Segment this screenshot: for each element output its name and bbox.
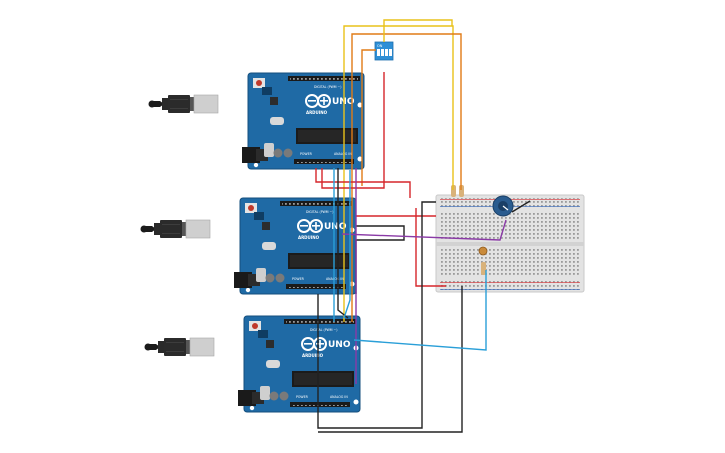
wires: [315, 19, 531, 433]
analog-header-label: ANALOG IN: [326, 277, 344, 281]
power-header-label: POWER: [296, 395, 309, 399]
potentiometer[interactable]: [492, 195, 514, 217]
photoresistor: [478, 246, 488, 256]
board-model: UNO: [324, 222, 347, 232]
power-header-label: POWER: [292, 277, 305, 281]
digital-header-label: DIGITAL (PWM ~): [306, 210, 333, 214]
analog-header-label: ANALOG IN: [334, 152, 352, 156]
dip-switch[interactable]: ON: [374, 41, 394, 61]
digital-header-label: DIGITAL (PWM ~): [314, 85, 341, 89]
resistor-1: [451, 185, 456, 197]
board-model: UNO: [328, 340, 351, 350]
digital-header-label: DIGITAL (PWM ~): [310, 328, 337, 332]
board-brand: ARDUINO: [302, 353, 324, 358]
usb-cable-1: [148, 94, 219, 114]
usb-cable-2: [140, 219, 211, 239]
arduino-board-2[interactable]: ARDUINO UNO DIGITAL (PWM ~) POWER ANALOG…: [233, 197, 357, 295]
board-brand: ARDUINO: [306, 110, 328, 115]
power-header-label: POWER: [300, 152, 313, 156]
usb-cable-3: [144, 337, 215, 357]
board-brand: ARDUINO: [298, 235, 320, 240]
arduino-board-1[interactable]: ARDUINO UNO DIGITAL (PWM ~) POWER ANALOG…: [241, 72, 365, 170]
resistor-3: [481, 262, 486, 275]
dip-switch-label: ON: [377, 44, 383, 48]
analog-header-label: ANALOG IN: [330, 395, 348, 399]
resistor-2: [459, 185, 464, 197]
arduino-board-3[interactable]: ARDUINO UNO DIGITAL (PWM ~) POWER ANALOG…: [237, 315, 361, 413]
